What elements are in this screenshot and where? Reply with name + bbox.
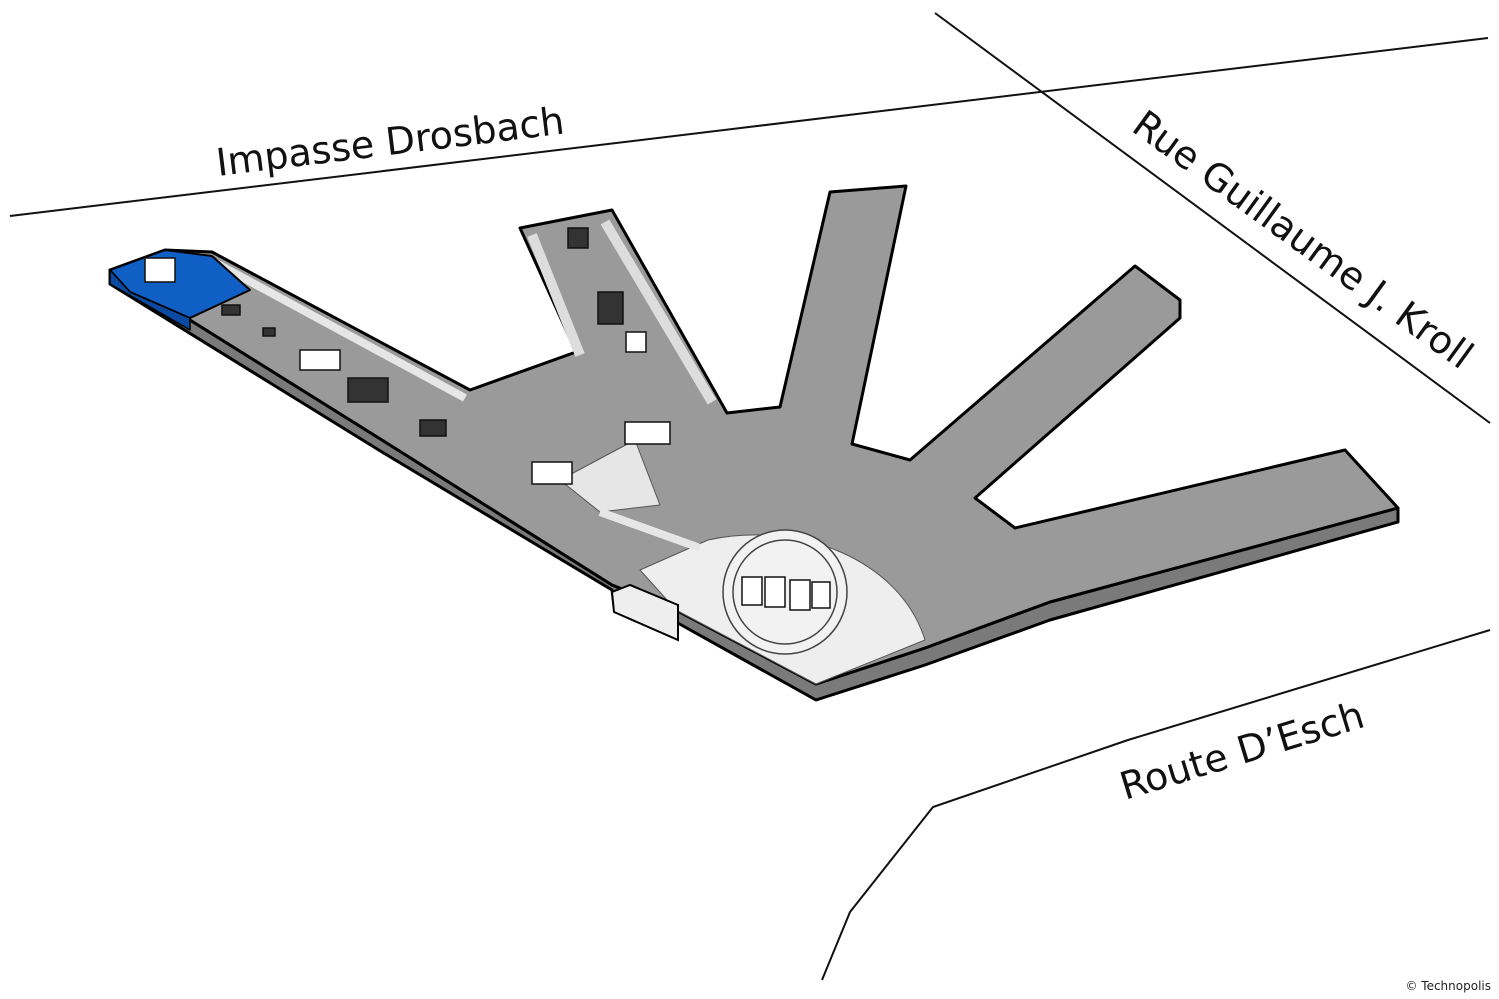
north-wing-border — [527, 219, 717, 405]
core-mid-2 — [624, 421, 671, 445]
street-label-rue-guillaume: Rue Guillaume J. Kroll — [1125, 102, 1482, 378]
corridor-line — [598, 508, 702, 552]
street-lines — [9, 12, 1491, 981]
core-north-1 — [567, 227, 589, 249]
core-mid-1 — [531, 461, 573, 485]
street-label-route-esch: Route D’Esch — [1115, 693, 1369, 809]
core-rotunda-1 — [741, 576, 763, 606]
inner-wedge — [559, 439, 661, 513]
core-west-small-2 — [262, 327, 276, 337]
core-west-small-1 — [221, 304, 241, 316]
west-wing-border — [212, 258, 467, 402]
core-west-3 — [419, 419, 447, 437]
core-north-2 — [597, 291, 624, 325]
core-rotunda-4 — [811, 581, 831, 609]
rue-guillaume-line — [934, 12, 1491, 424]
impasse-drosbach-line — [9, 37, 1489, 217]
core-rotunda-3 — [789, 579, 811, 611]
core-north-3 — [625, 331, 647, 353]
entrance-block — [610, 583, 679, 642]
route-esch-line — [821, 629, 1491, 981]
core-rotunda-2 — [764, 576, 786, 608]
copyright-text: © Technopolis — [1405, 979, 1491, 993]
core-blue-zone — [144, 257, 176, 283]
building-floor — [108, 184, 1400, 686]
street-label-impasse-drosbach: Impasse Drosbach — [214, 99, 567, 185]
service-cores — [144, 227, 831, 611]
core-west-2 — [347, 377, 389, 403]
core-west-1 — [299, 349, 341, 371]
highlighted-zone-side — [109, 269, 191, 331]
